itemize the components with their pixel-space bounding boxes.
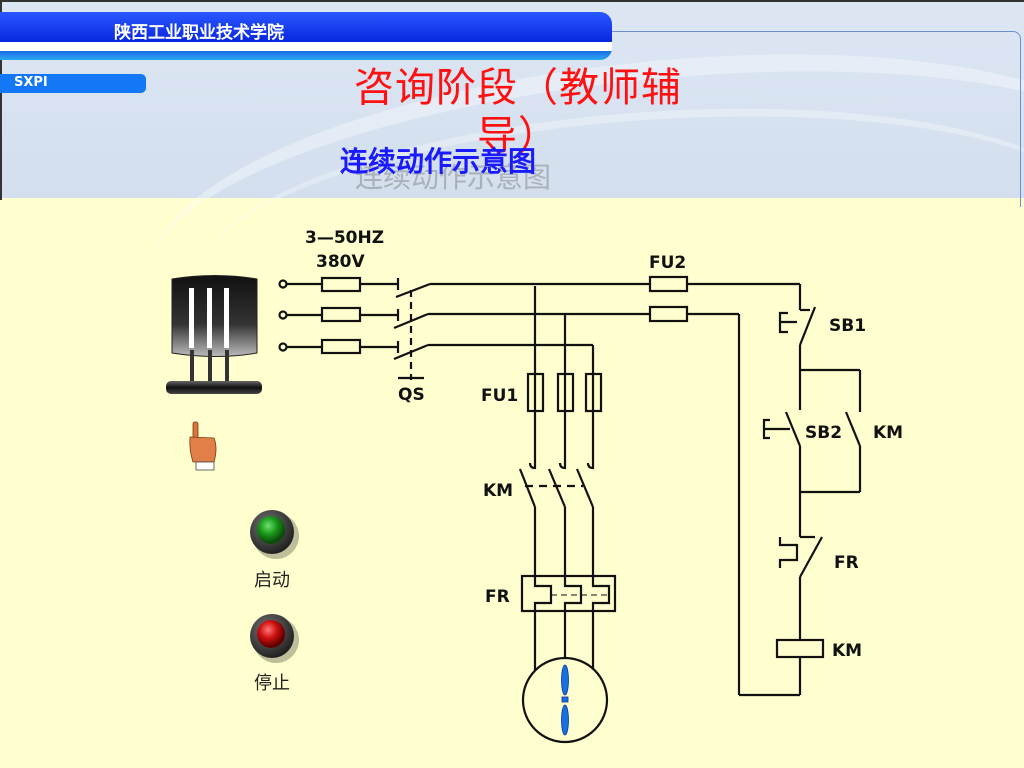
- fuse-fu2: [648, 275, 689, 293]
- qs-label: QS: [398, 385, 425, 405]
- school-abbr-tab: SXPI: [0, 74, 146, 93]
- km-main-label: KM: [483, 481, 513, 501]
- start-label: 启动: [254, 570, 290, 591]
- banner-stripe: [0, 42, 612, 51]
- motor-fan-icon: [561, 664, 569, 736]
- fu1-label: FU1: [481, 386, 518, 406]
- fr-ctrl-label: FR: [834, 553, 859, 573]
- subtitle-shadow: 连续动作示意图: [355, 161, 552, 194]
- start-button[interactable]: [250, 510, 299, 559]
- km-coil: [775, 638, 825, 659]
- thermal-relay-fr: [520, 574, 617, 613]
- school-banner: 陕西工业职业技术学院: [0, 12, 612, 60]
- fr-main-label: FR: [485, 587, 510, 607]
- school-abbr: SXPI: [14, 75, 48, 90]
- supply-fuse: [320, 306, 362, 323]
- supply-voltage-label: 380V: [316, 252, 365, 272]
- fuse-fu2: [648, 305, 689, 323]
- sb1-label: SB1: [829, 316, 866, 336]
- sb2-label: SB2: [805, 423, 842, 443]
- header-frame: [600, 31, 1021, 207]
- stop-label: 停止: [254, 673, 290, 694]
- km-coil-label: KM: [832, 641, 862, 661]
- control-circuit: [739, 284, 862, 697]
- stop-button[interactable]: [250, 614, 299, 663]
- km-aux-label: KM: [873, 423, 903, 443]
- slide-subtitle: 连续动作示意图: [340, 145, 537, 178]
- start-lamp-icon: [257, 516, 285, 544]
- stop-lamp-icon: [257, 620, 285, 648]
- school-name: 陕西工业职业技术学院: [114, 23, 284, 43]
- slide-header: 陕西工业职业技术学院 SXPI: [0, 0, 1024, 432]
- supply-fuse: [320, 276, 362, 293]
- pointing-hand-icon: [189, 421, 217, 471]
- power-circuit: [278, 275, 800, 744]
- supply-fuse: [320, 338, 362, 355]
- terminal-l3: [278, 342, 288, 352]
- knife-switch-icon[interactable]: [166, 275, 262, 395]
- supply-frequency-label: 3—50HZ: [305, 228, 384, 248]
- terminal-l1: [278, 279, 288, 289]
- fu2-label: FU2: [649, 253, 686, 273]
- terminal-l2: [278, 310, 288, 320]
- slide-title: 咨询阶段（教师辅导）: [354, 65, 682, 159]
